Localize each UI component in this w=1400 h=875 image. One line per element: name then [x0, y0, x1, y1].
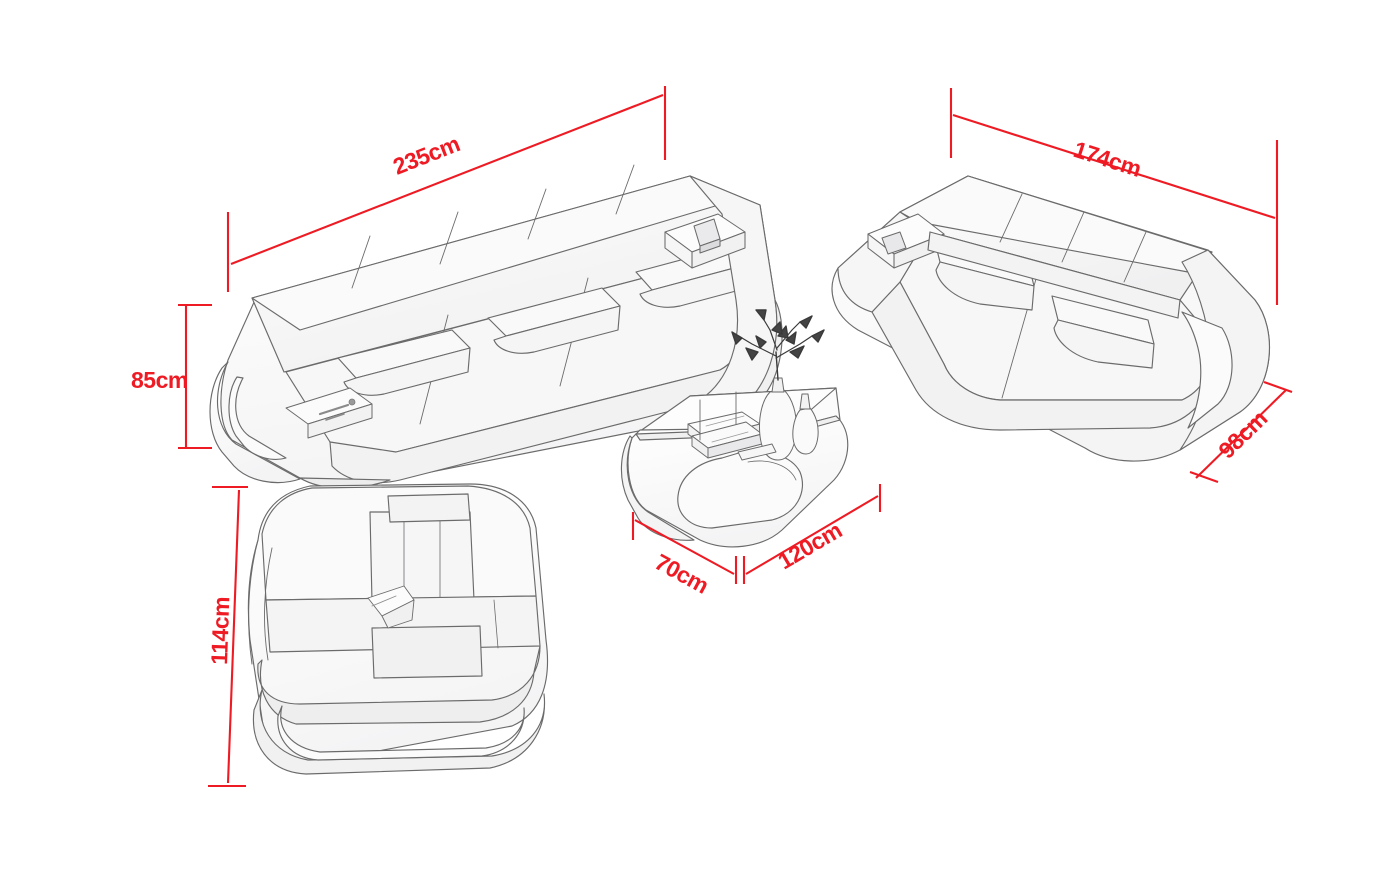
dimension-sofa2-width: [949, 88, 1279, 305]
dimension-line: [230, 94, 664, 265]
tick-top: [1263, 381, 1293, 393]
tick-bottom: [1189, 471, 1219, 483]
dimension-label-armchair-height: 114cm: [206, 596, 234, 665]
dimension-sofa3-width: [226, 86, 667, 292]
dimension-line: [952, 113, 1276, 220]
dimension-label-sofa2-width: 174cm: [1070, 136, 1144, 182]
dimension-sofa2-depth: [1189, 381, 1293, 483]
dimension-line: [634, 519, 735, 575]
dimension-label-sofa2-depth: 98cm: [1213, 405, 1272, 463]
dimension-sofa3-height: [178, 303, 212, 450]
dimension-label-table-width: 120cm: [773, 517, 846, 575]
dimension-line: [1195, 389, 1287, 479]
dimension-label-sofa3-width: 235cm: [389, 130, 463, 179]
armchair-illustration: [247, 483, 549, 775]
coffee-table-illustration: [620, 309, 849, 548]
dimension-line: [745, 495, 879, 575]
dimension-table-width: [742, 484, 882, 584]
dimension-label-sofa3-height: 85cm: [131, 367, 188, 393]
dimension-label-table-depth: 70cm: [651, 549, 713, 599]
three-seat-sofa-illustration: [209, 164, 783, 489]
dimension-table-depth: [631, 512, 738, 584]
dimension-armchair-height: [208, 485, 248, 788]
two-seat-sofa-illustration: [831, 175, 1271, 462]
dimension-line: [226, 489, 241, 784]
